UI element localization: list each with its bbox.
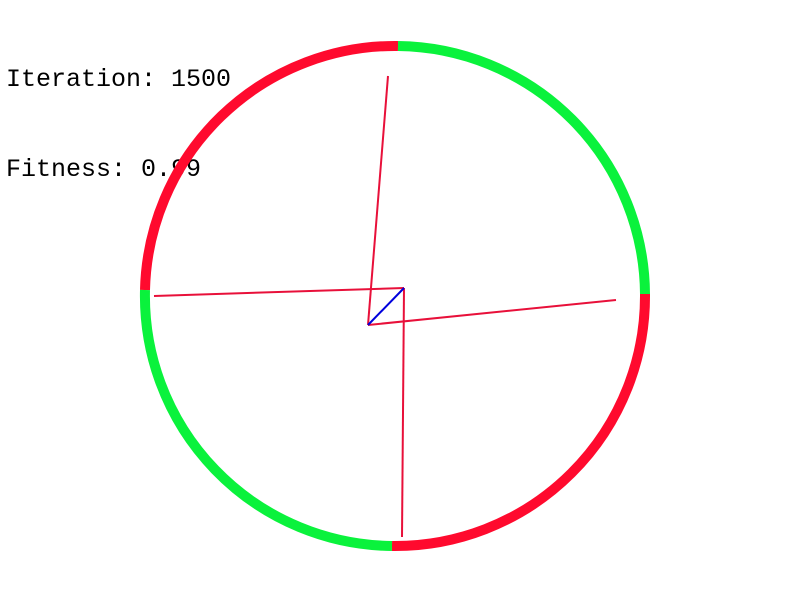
iteration-label: Iteration:	[6, 65, 157, 94]
ring-arc-top-left	[140, 40, 399, 291]
arm-up	[367, 75, 389, 326]
arm-left	[153, 287, 405, 297]
arm-right	[367, 299, 617, 326]
core-diagonal	[367, 287, 405, 326]
iteration-value: 1500	[171, 65, 232, 94]
ring-arc-top-right	[397, 41, 650, 295]
iteration-readout: Iteration: 1500	[6, 65, 231, 95]
arm-down	[401, 287, 405, 538]
fitness-label: Fitness:	[6, 155, 127, 184]
ring-arc-bottom-left	[139, 289, 393, 551]
ring-arc-bottom-right	[391, 293, 651, 552]
